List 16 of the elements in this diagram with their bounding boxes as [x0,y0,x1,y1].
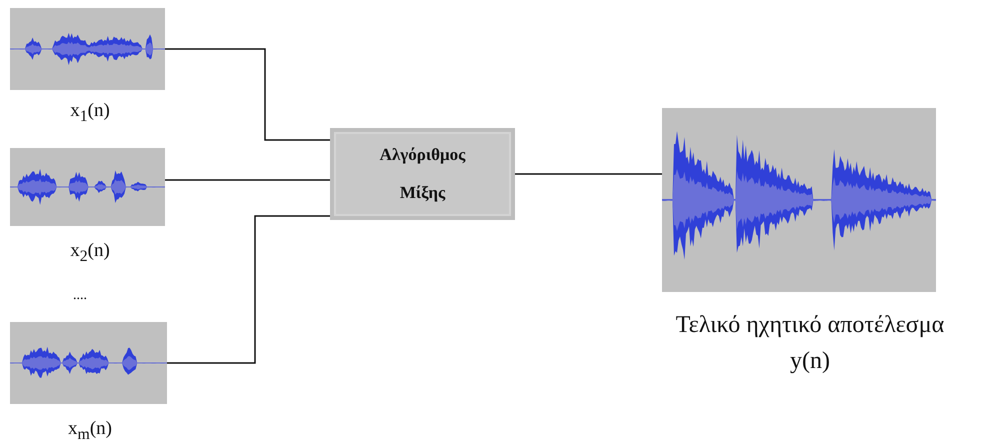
connector-line [167,215,330,364]
box-label: Αλγόριθμος Μίξης [378,144,466,204]
waveform-picture [10,322,167,404]
signal-caption: x$_{2}$(n) [69,240,111,266]
signal-caption: Τελικό ηχητικό αποτέλεσμα [674,312,946,339]
signal-caption: y(n) [789,348,831,375]
signal-caption: x$_{1}$(n) [69,100,111,126]
connector-line [165,48,330,141]
waveform-picture [662,108,936,292]
process-box [330,128,515,220]
waveform-picture [10,148,165,226]
signal-caption: x$_{m}$(n) [67,418,113,444]
waveform-picture [10,8,165,90]
ellipsis-label: .... [72,288,88,304]
connector-line [165,179,330,181]
connector-line [515,173,662,175]
